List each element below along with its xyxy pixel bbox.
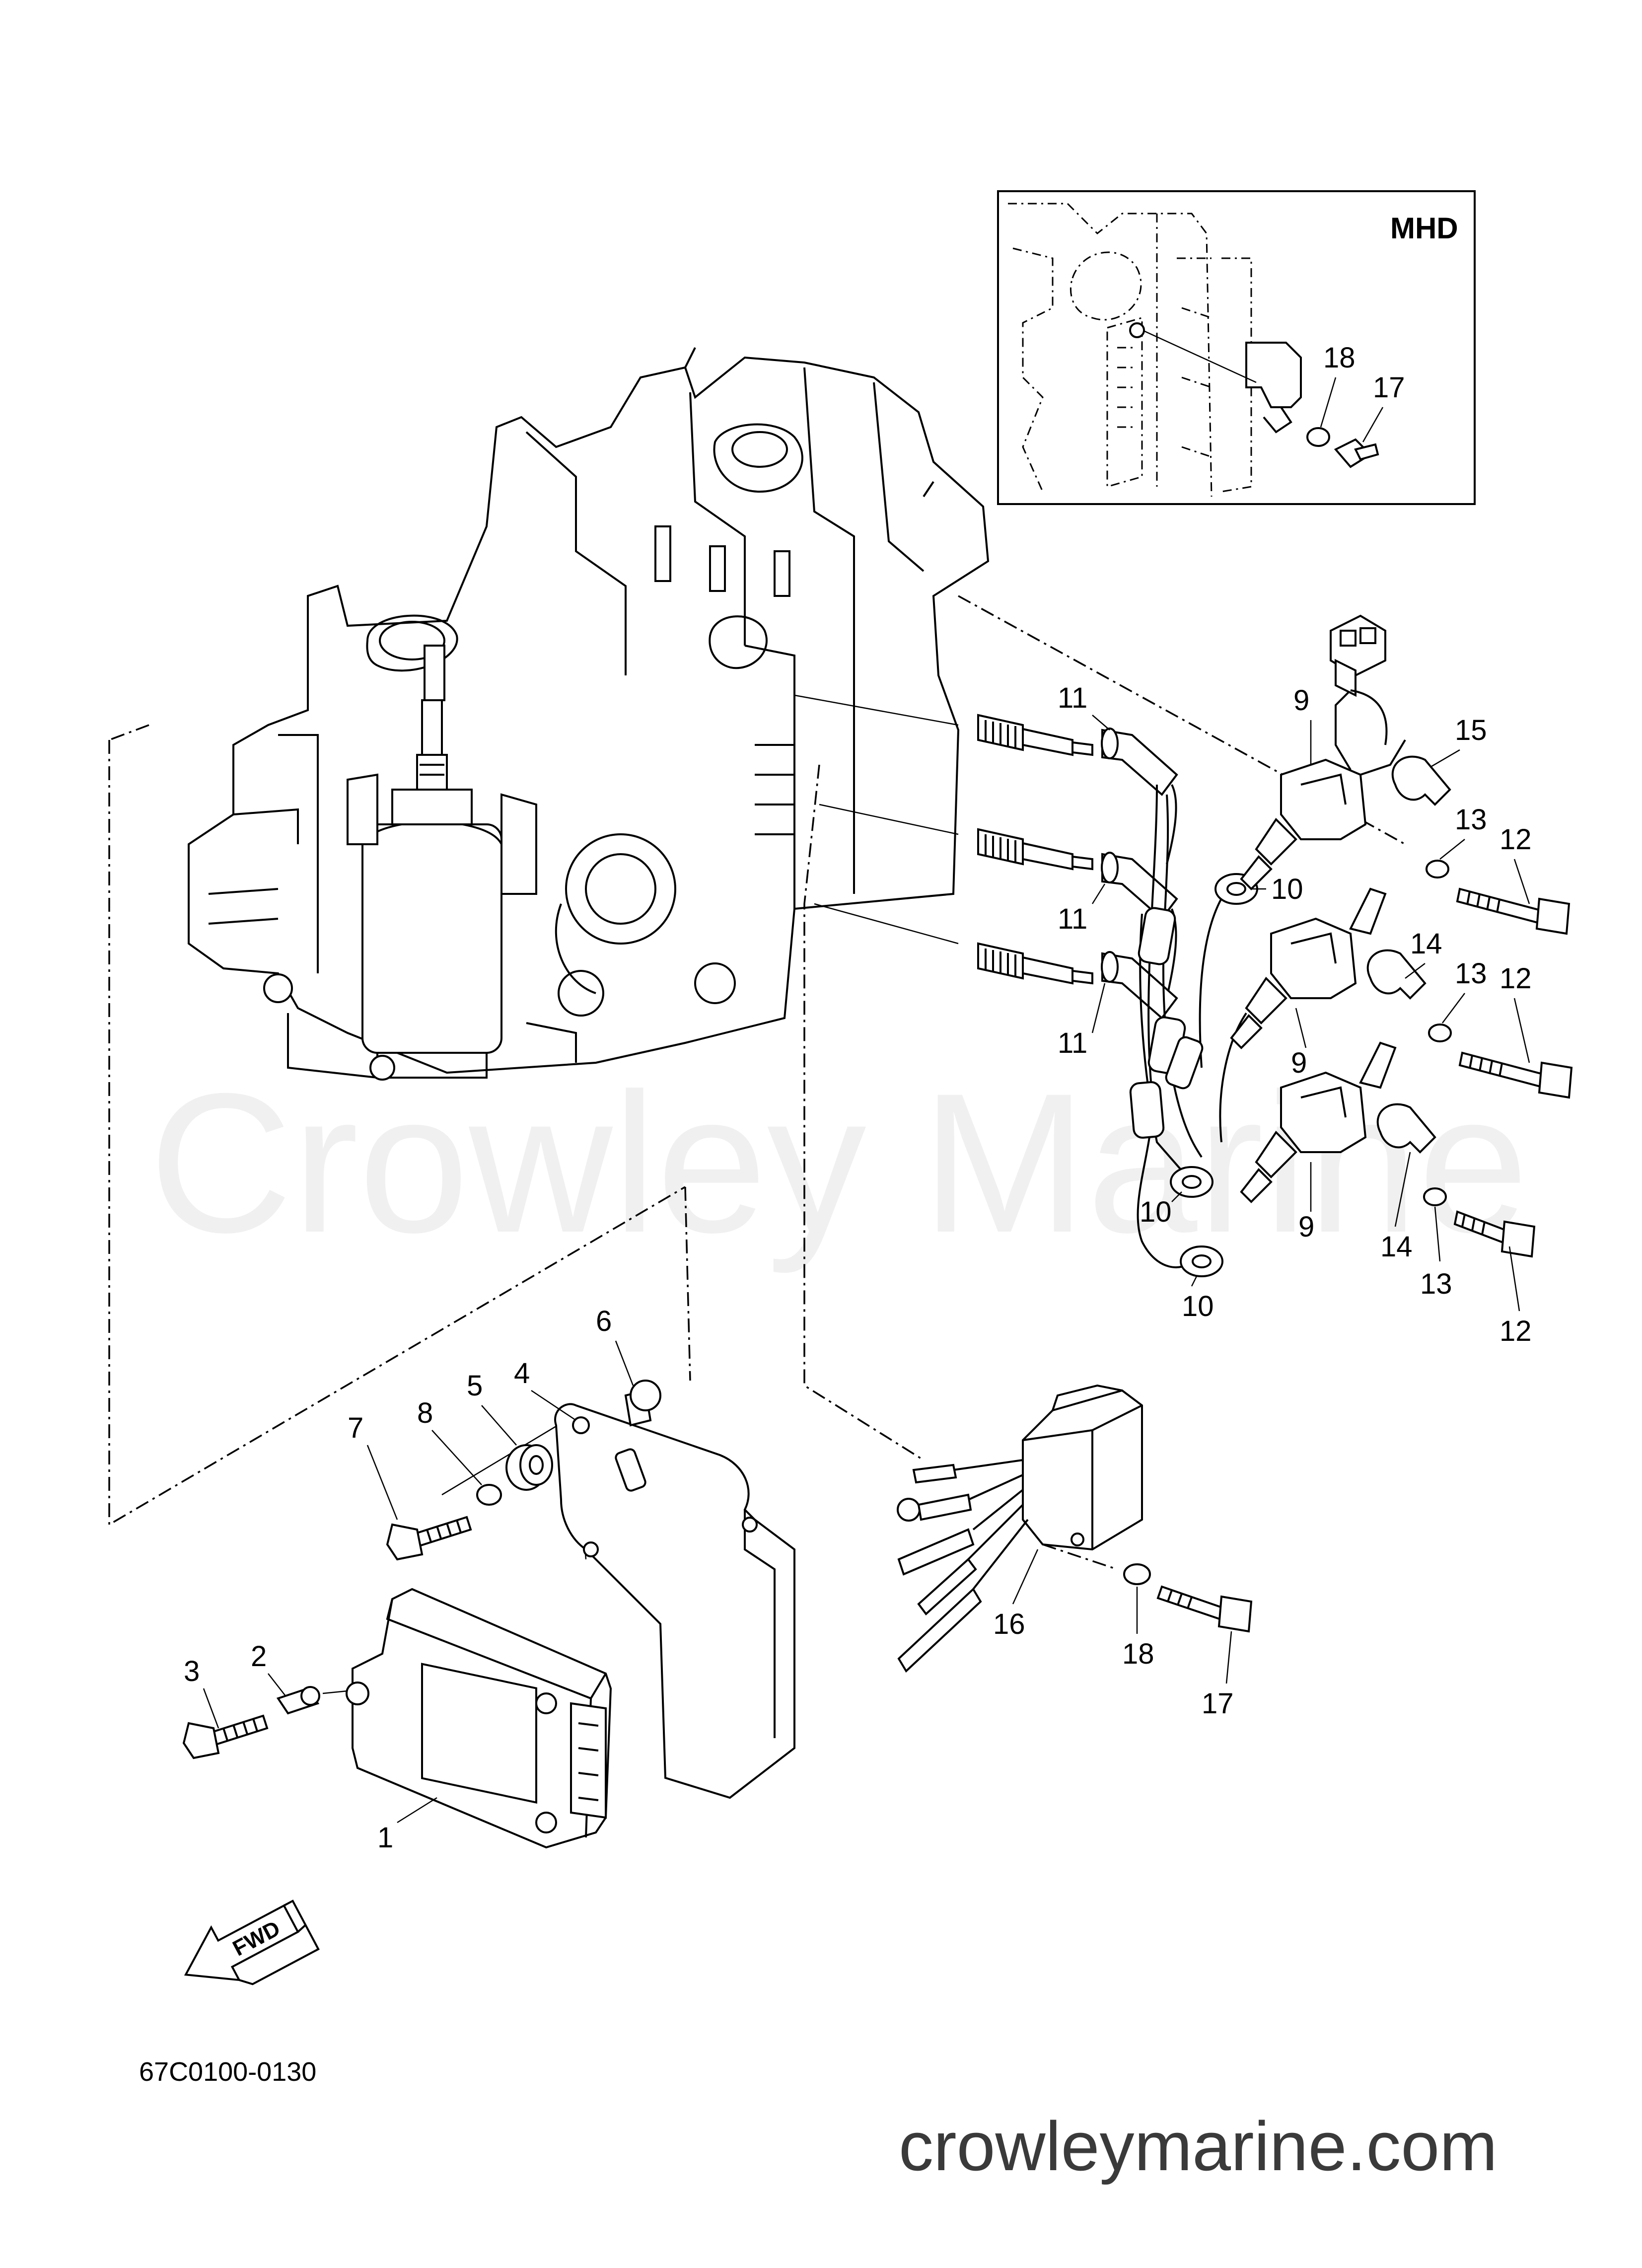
inset-callout-18: 18 xyxy=(1323,342,1356,374)
callout-3: 3 xyxy=(184,1655,200,1687)
callout-13b: 13 xyxy=(1455,957,1487,990)
callout-14b: 14 xyxy=(1380,1231,1413,1263)
forward-arrow-icon: FWD xyxy=(184,1900,320,1985)
callout-9b: 9 xyxy=(1291,1047,1307,1079)
inset-bolt xyxy=(1334,438,1379,468)
callouts: 1 2 3 4 5 6 7 8 9 9 9 10 10 10 11 11 11 … xyxy=(184,682,1532,1854)
callout-2: 2 xyxy=(251,1640,267,1673)
bolt-7 xyxy=(386,1516,472,1561)
callout-10a: 10 xyxy=(1271,873,1303,905)
ignition-coil-3 xyxy=(1240,1041,1397,1203)
inset-frame xyxy=(997,190,1476,505)
plug-cap-1 xyxy=(1101,728,1178,865)
grommet-2 xyxy=(1170,1166,1214,1198)
bolt-3 xyxy=(182,1714,269,1759)
clamp-15 xyxy=(1391,755,1451,806)
callout-leaders xyxy=(203,715,1530,1824)
callout-5: 5 xyxy=(467,1370,483,1402)
spark-plug-2 xyxy=(977,828,1093,871)
callout-11c: 11 xyxy=(1058,1027,1087,1059)
pin-2 xyxy=(276,1686,320,1715)
callout-10c: 10 xyxy=(1182,1290,1214,1322)
engine-block xyxy=(188,347,990,1081)
callout-14a: 14 xyxy=(1410,928,1442,960)
collar-6 xyxy=(624,1380,661,1427)
bolt-17 xyxy=(1156,1585,1253,1633)
callout-11a: 11 xyxy=(1058,682,1087,714)
cdi-unit xyxy=(346,1588,612,1849)
washer-13a xyxy=(1426,860,1449,878)
callout-12a: 12 xyxy=(1499,823,1532,856)
inset-callout-17: 17 xyxy=(1373,371,1405,404)
spark-plug-3 xyxy=(977,942,1093,985)
inset-label: MHD xyxy=(1390,212,1458,245)
bolt-12a xyxy=(1456,887,1571,935)
washer-13b xyxy=(1428,1024,1452,1042)
callout-7: 7 xyxy=(348,1412,363,1444)
callout-1: 1 xyxy=(377,1822,393,1854)
callout-9a: 9 xyxy=(1293,684,1309,717)
grommet-3 xyxy=(1180,1245,1223,1277)
rectifier-regulator xyxy=(897,1384,1143,1673)
inset-washer xyxy=(1306,427,1330,447)
callout-12b: 12 xyxy=(1499,962,1532,995)
ignition-coil-2 xyxy=(1230,887,1387,1049)
callout-6: 6 xyxy=(596,1305,612,1337)
callout-11b: 11 xyxy=(1058,903,1087,935)
bracket xyxy=(554,1403,795,1799)
bolt-12b xyxy=(1458,1051,1573,1099)
callout-13a: 13 xyxy=(1455,804,1487,836)
coil-connector xyxy=(1330,614,1388,745)
grommet-5 xyxy=(505,1444,553,1491)
callout-4: 4 xyxy=(514,1357,530,1390)
callout-10b: 10 xyxy=(1140,1196,1172,1228)
callout-15: 15 xyxy=(1455,714,1487,746)
callout-18: 18 xyxy=(1122,1638,1154,1670)
callout-13c: 13 xyxy=(1420,1268,1452,1300)
washer-8 xyxy=(476,1484,502,1506)
ignition-coil-1 xyxy=(1240,689,1406,890)
starter-motor xyxy=(347,699,537,1079)
washer-13c xyxy=(1423,1187,1447,1206)
website-text: crowleymarine.com xyxy=(899,2107,1498,2185)
assembly-lines xyxy=(108,595,1406,1560)
washer-18 xyxy=(1123,1563,1151,1585)
callout-9c: 9 xyxy=(1298,1211,1314,1243)
callout-12c: 12 xyxy=(1499,1315,1532,1347)
spark-plug-1 xyxy=(977,714,1093,756)
mhd-inset: MHD 18 17 xyxy=(997,190,1476,505)
callout-16: 16 xyxy=(993,1608,1025,1640)
clamp-14a xyxy=(1366,949,1427,1000)
drawing-code: 67C0100-0130 xyxy=(139,2057,316,2087)
callout-17: 17 xyxy=(1202,1687,1234,1720)
callout-8: 8 xyxy=(417,1397,433,1429)
clamp-14b xyxy=(1376,1103,1436,1154)
